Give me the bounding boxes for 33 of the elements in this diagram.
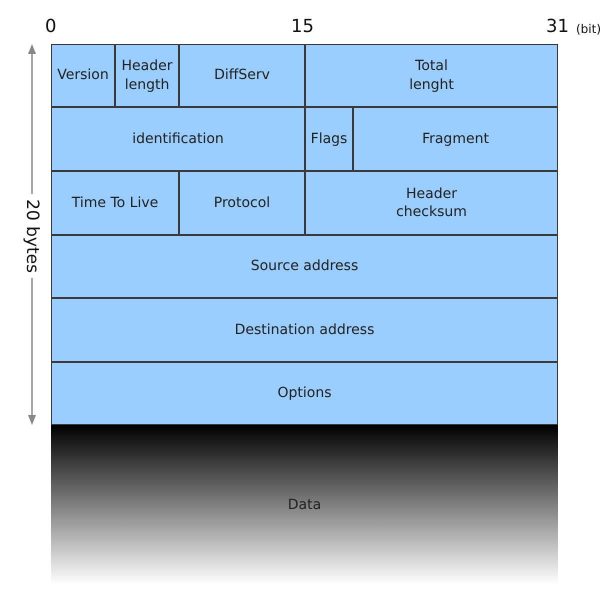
header-field bbox=[353, 107, 558, 171]
field-label: Destination address bbox=[234, 320, 374, 340]
field-label: Header checksum bbox=[395, 184, 468, 222]
field-label: Flags bbox=[310, 130, 348, 148]
field-label: Version bbox=[57, 66, 109, 85]
field-label: Options bbox=[277, 384, 332, 403]
header-field bbox=[179, 171, 305, 235]
bit-index: 15 bbox=[291, 16, 314, 37]
bit-index: 31 bbox=[546, 16, 569, 37]
field-label: DiffServ bbox=[214, 66, 270, 85]
data-region bbox=[51, 425, 558, 585]
header-field bbox=[51, 362, 558, 425]
field-label: Protocol bbox=[214, 194, 270, 212]
field-label: Fragment bbox=[422, 130, 489, 148]
header-field bbox=[51, 235, 558, 298]
header-field bbox=[51, 44, 115, 107]
field-label: Total lenght bbox=[408, 57, 455, 94]
field-label: identification bbox=[132, 130, 224, 148]
header-field bbox=[51, 107, 305, 171]
dimension-label: 20 bytes bbox=[22, 194, 42, 278]
field-label: Source address bbox=[250, 257, 358, 276]
header-field bbox=[51, 298, 558, 362]
header-field bbox=[305, 171, 558, 235]
header-field bbox=[305, 44, 558, 107]
header-field bbox=[115, 44, 179, 107]
field-label: Time To Live bbox=[72, 194, 158, 212]
field-label: Header length bbox=[120, 57, 174, 94]
header-field bbox=[305, 107, 353, 171]
unit-label: (bit) bbox=[576, 22, 602, 36]
bit-index: 0 bbox=[45, 16, 56, 37]
header-field bbox=[179, 44, 305, 107]
header-field bbox=[51, 171, 179, 235]
field-label: Data bbox=[288, 496, 322, 514]
